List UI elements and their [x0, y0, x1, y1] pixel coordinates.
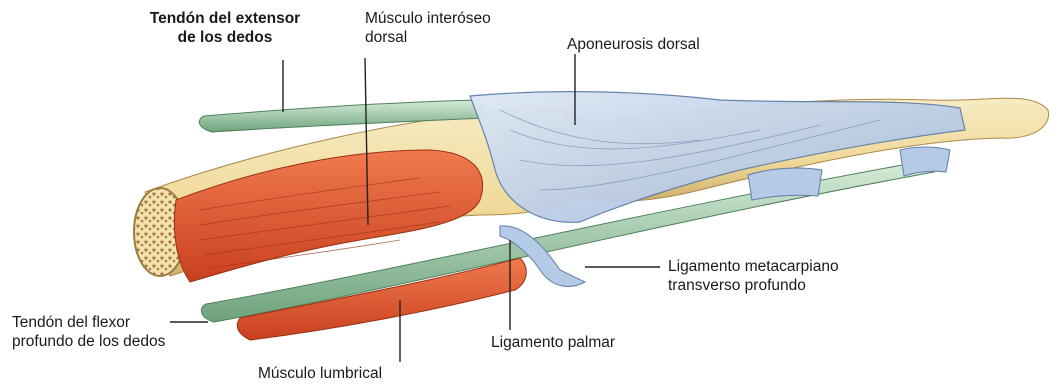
label-flexor-line1: Tendón del flexor [12, 313, 165, 332]
label-metacarpal-line1: Ligamento metacarpiano [668, 257, 839, 276]
label-metacarpal-ligament: Ligamento metacarpiano transverso profun… [668, 257, 839, 295]
label-extensor-line2: de los dedos [130, 28, 320, 47]
label-palmar-ligament: Ligamento palmar [491, 333, 615, 352]
label-extensor-tendon: Tendón del extensor de los dedos [130, 9, 320, 47]
label-dorsal-aponeurosis: Aponeurosis dorsal [567, 35, 700, 54]
label-lumbrical-muscle: Músculo lumbrical [258, 364, 382, 383]
label-interosseous-line1: Músculo interóseo [365, 9, 491, 28]
label-flexor-tendon: Tendón del flexor profundo de los dedos [12, 313, 165, 351]
pulley-2 [900, 147, 950, 176]
pulley-1 [748, 168, 822, 200]
label-metacarpal-line2: transverso profundo [668, 276, 839, 295]
label-extensor-line1: Tendón del extensor [130, 9, 320, 28]
label-flexor-line2: profundo de los dedos [12, 332, 165, 351]
label-interosseous-line2: dorsal [365, 28, 491, 47]
label-dorsal-interosseous: Músculo interóseo dorsal [365, 9, 491, 47]
